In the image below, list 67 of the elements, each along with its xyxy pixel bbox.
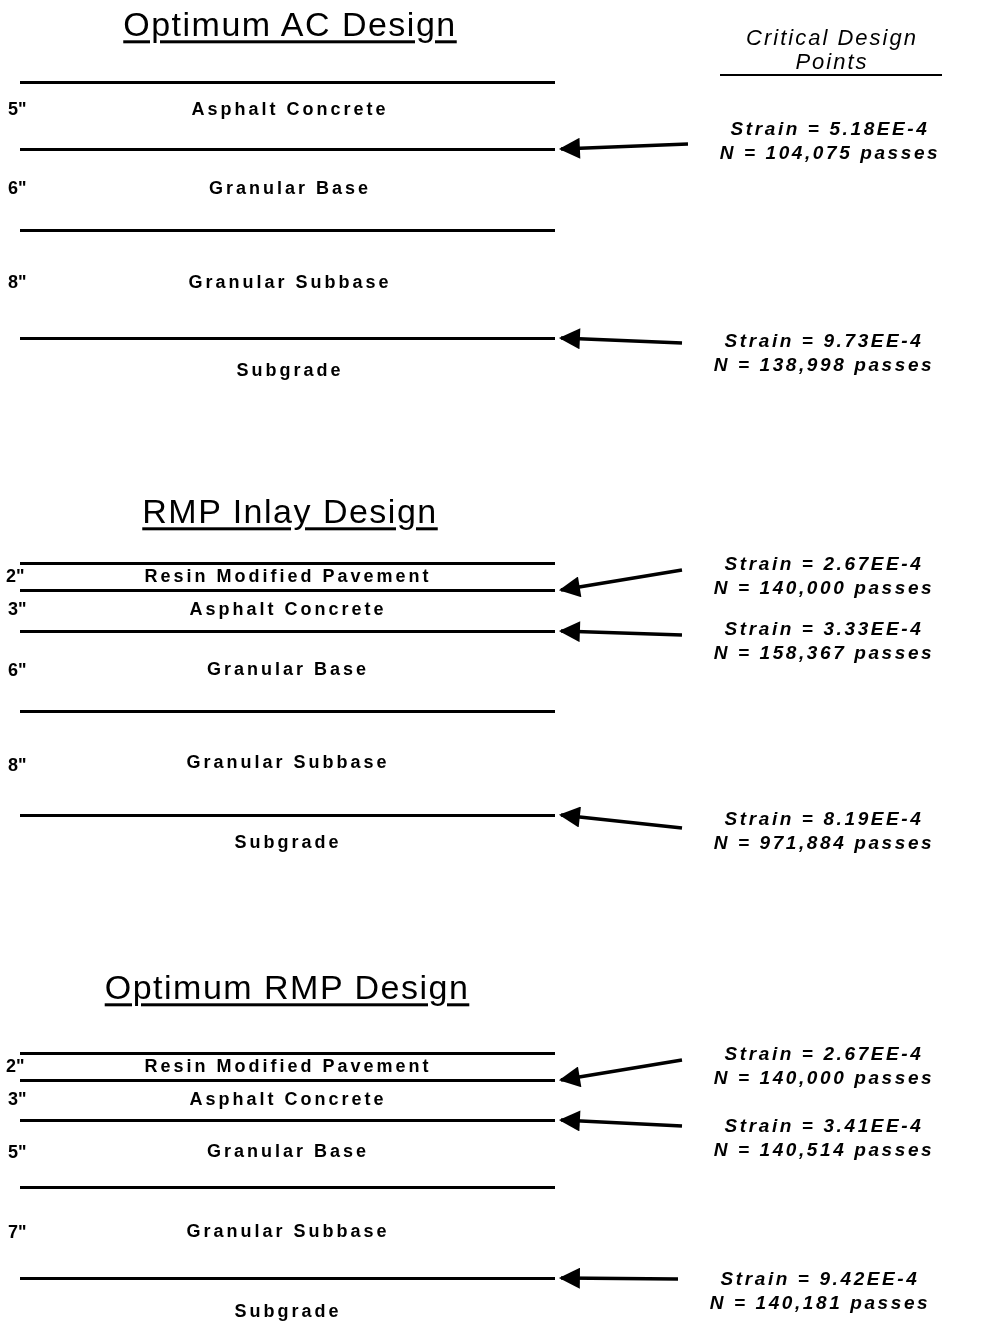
callout-text: Strain = 2.67EE-4 <box>723 552 925 576</box>
arrow <box>558 568 683 598</box>
thickness-label: 5" <box>8 100 27 120</box>
arrow <box>558 137 689 159</box>
callout-text: Strain = 5.18EE-4 <box>729 117 931 141</box>
thickness-label: 2" <box>6 1057 25 1077</box>
arrow <box>558 328 683 350</box>
thickness-label: 3" <box>8 600 27 620</box>
layer-name: Asphalt Concrete <box>189 600 387 620</box>
layer-interface-line <box>20 228 555 232</box>
layer-interface-line <box>20 561 555 565</box>
callout-text: N = 158,367 passes <box>712 641 936 665</box>
section-heading: RMP Inlay Design <box>142 493 438 531</box>
callout-text: N = 104,075 passes <box>718 141 942 165</box>
layer-name: Asphalt Concrete <box>191 100 389 120</box>
layer-interface-line <box>20 336 555 340</box>
layer-interface-line <box>20 1276 555 1280</box>
thickness-label: 7" <box>8 1223 27 1243</box>
callout-text: N = 140,514 passes <box>712 1138 936 1162</box>
callout-text: N = 971,884 passes <box>712 831 936 855</box>
arrow <box>558 1058 683 1088</box>
callout-text: Strain = 3.33EE-4 <box>723 617 925 641</box>
layer-interface-line <box>20 629 555 633</box>
layer-name: Subgrade <box>234 1302 342 1322</box>
layer-interface-line <box>20 1118 555 1122</box>
arrow <box>558 806 683 830</box>
layer-name: Granular Subbase <box>186 1222 390 1242</box>
callout-text: N = 140,000 passes <box>712 1066 936 1090</box>
thickness-label: 5" <box>8 1143 27 1163</box>
callout-text: Strain = 8.19EE-4 <box>723 807 925 831</box>
callout-text: Strain = 9.73EE-4 <box>723 329 925 353</box>
layer-name: Asphalt Concrete <box>189 1090 387 1110</box>
layer-interface-line <box>20 80 555 84</box>
callout-text: Strain = 2.67EE-4 <box>723 1042 925 1066</box>
layer-name: Granular Subbase <box>186 753 390 773</box>
layer-name: Granular Base <box>206 1142 370 1162</box>
thickness-label: 8" <box>8 756 27 776</box>
layer-interface-line <box>20 709 555 713</box>
thickness-label: 3" <box>8 1090 27 1110</box>
thickness-label: 2" <box>6 567 25 587</box>
layer-interface-line <box>20 1051 555 1055</box>
layer-name: Subgrade <box>236 361 344 381</box>
layer-interface-line <box>20 813 555 817</box>
column-heading: Critical Design Points <box>745 25 919 75</box>
arrow <box>558 621 683 643</box>
layer-name: Granular Base <box>208 179 372 199</box>
thickness-label: 8" <box>8 273 27 293</box>
layer-interface-line <box>20 1185 555 1189</box>
layer-interface-line <box>20 147 555 151</box>
layer-name: Granular Base <box>206 660 370 680</box>
layer-name: Granular Subbase <box>188 273 392 293</box>
section-heading: Optimum AC Design <box>123 6 457 44</box>
layer-name: Resin Modified Pavement <box>144 567 432 587</box>
callout-text: Strain = 3.41EE-4 <box>723 1114 925 1138</box>
callout-text: Strain = 9.42EE-4 <box>719 1267 921 1291</box>
layer-interface-line <box>20 1078 555 1082</box>
thickness-label: 6" <box>8 179 27 199</box>
arrow <box>558 1267 678 1289</box>
callout-text: N = 140,000 passes <box>712 576 936 600</box>
arrow <box>558 1110 683 1132</box>
layer-name: Subgrade <box>234 833 342 853</box>
callout-text: N = 140,181 passes <box>708 1291 932 1315</box>
layer-interface-line <box>20 588 555 592</box>
callout-text: N = 138,998 passes <box>712 353 936 377</box>
section-heading: Optimum RMP Design <box>104 969 470 1007</box>
layer-name: Resin Modified Pavement <box>144 1057 432 1077</box>
thickness-label: 6" <box>8 661 27 681</box>
